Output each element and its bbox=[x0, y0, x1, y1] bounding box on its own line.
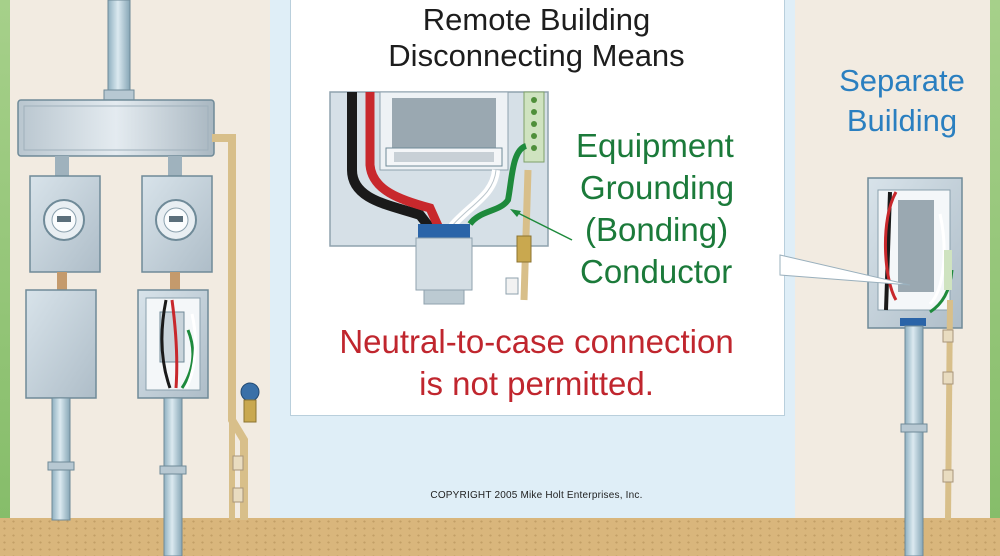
disconnect-right-open bbox=[137, 289, 209, 399]
separate-building-label-line1: Separate bbox=[839, 63, 965, 98]
meter-socket-left bbox=[29, 156, 101, 273]
right-lawn-edge bbox=[990, 0, 1000, 520]
egc-label-line4: Conductor bbox=[580, 253, 733, 290]
wireway-trough bbox=[17, 99, 215, 157]
meter-socket-right bbox=[141, 156, 213, 273]
separate-building-panel bbox=[867, 177, 963, 329]
detail-wires bbox=[347, 92, 528, 232]
detail-connector bbox=[415, 224, 473, 305]
water-pipe bbox=[212, 134, 260, 520]
warning-line1: Neutral-to-case connection bbox=[339, 323, 734, 360]
detail-pointer bbox=[515, 211, 573, 241]
left-lawn-edge bbox=[0, 0, 10, 520]
egc-label-line3: (Bonding) bbox=[585, 211, 729, 248]
diagram-title-line2: Disconnecting Means bbox=[388, 38, 685, 73]
disconnect-left bbox=[25, 289, 97, 399]
egc-label-line2: Grounding bbox=[580, 169, 735, 206]
separate-building-label-line2: Building bbox=[846, 103, 958, 138]
service-mast bbox=[103, 0, 135, 103]
warning-line2: is not permitted. bbox=[419, 365, 654, 402]
copyright-notice: COPYRIGHT 2005 Mike Holt Enterprises, In… bbox=[430, 490, 643, 501]
diagram-title-line1: Remote Building bbox=[422, 2, 651, 37]
detail-grounding-electrode bbox=[505, 169, 532, 301]
egc-label-line1: Equipment bbox=[576, 127, 734, 164]
separate-building-callout bbox=[779, 254, 911, 286]
